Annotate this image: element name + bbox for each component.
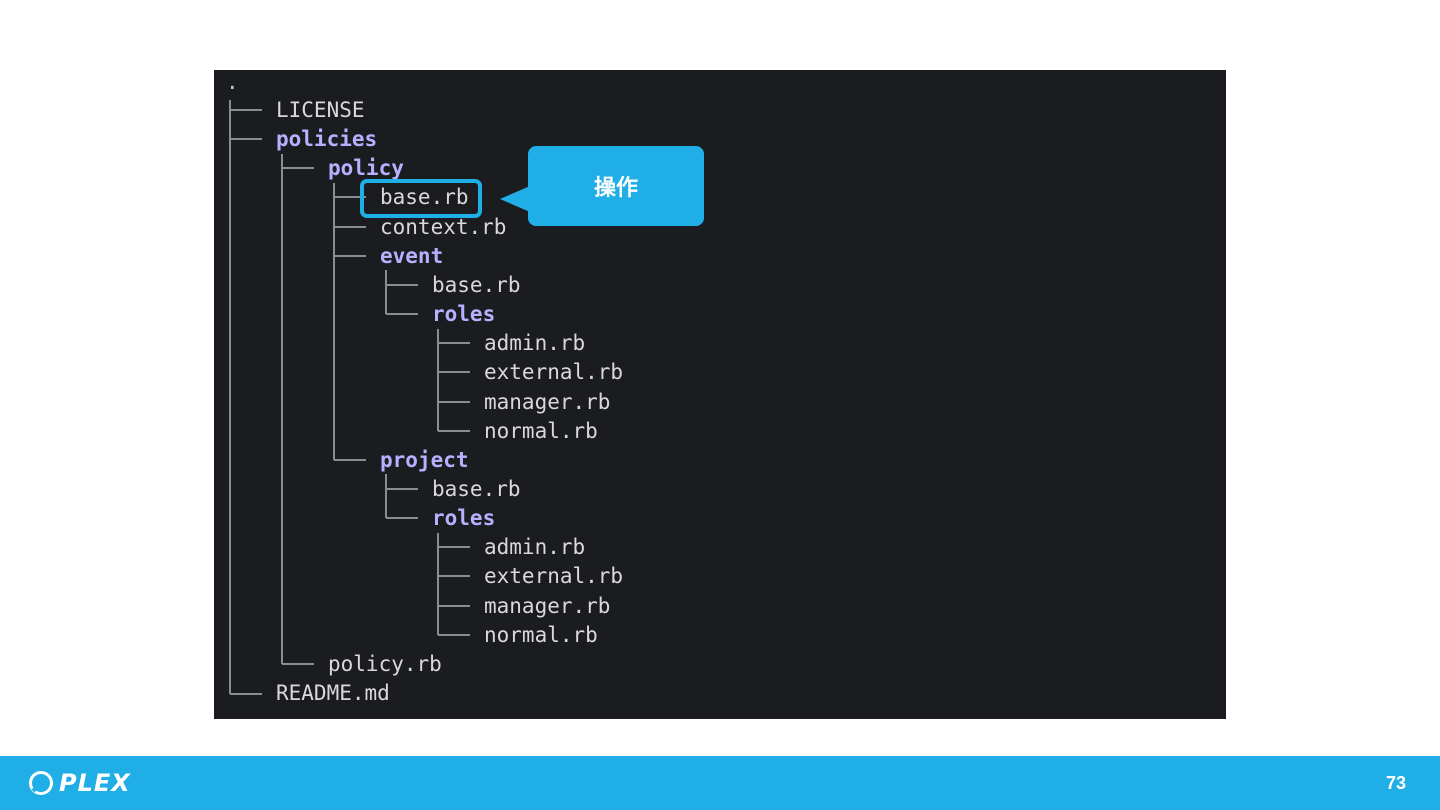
footer-bar: PLEX 73 xyxy=(0,756,1440,810)
tree-item-event-admin-rb[interactable]: admin.rb xyxy=(484,331,586,355)
file-tree-terminal: . LICENSE policies policy base.rb contex… xyxy=(214,70,1226,719)
tree-item-license[interactable]: LICENSE xyxy=(276,98,365,122)
tree-item-policy-rb[interactable]: policy.rb xyxy=(328,652,442,676)
plex-logo: PLEX xyxy=(27,769,131,797)
page-number: 73 xyxy=(1385,773,1406,793)
logo-text: PLEX xyxy=(59,769,131,797)
tree-connector-lines xyxy=(229,100,470,695)
tree-folder-policies[interactable]: policies xyxy=(276,127,378,151)
tree-item-project-manager-rb[interactable]: manager.rb xyxy=(484,594,611,618)
tree-folder-event[interactable]: event xyxy=(380,244,444,268)
callout-label: 操作 xyxy=(528,146,704,226)
tree-item-project-base-rb[interactable]: base.rb xyxy=(432,477,521,501)
tree-item-project-external-rb[interactable]: external.rb xyxy=(484,564,624,588)
tree-item-event-normal-rb[interactable]: normal.rb xyxy=(484,419,598,443)
callout-pointer xyxy=(500,186,530,212)
tree-item-project-admin-rb[interactable]: admin.rb xyxy=(484,535,586,559)
plex-logo-icon xyxy=(29,771,53,795)
tree-item-event-external-rb[interactable]: external.rb xyxy=(484,360,624,384)
tree-item-readme[interactable]: README.md xyxy=(276,681,390,705)
tree-item-project-normal-rb[interactable]: normal.rb xyxy=(484,623,598,647)
tree-item-event-manager-rb[interactable]: manager.rb xyxy=(484,390,611,414)
tree-item-policy-base-rb[interactable]: base.rb xyxy=(380,185,469,209)
tree-folder-project-roles[interactable]: roles xyxy=(432,506,496,530)
tree-root-dot: . xyxy=(226,70,239,94)
highlight-box xyxy=(360,179,482,218)
tree-folder-event-roles[interactable]: roles xyxy=(432,302,496,326)
tree-folder-policy[interactable]: policy xyxy=(328,156,404,180)
tree-item-context-rb[interactable]: context.rb xyxy=(380,215,507,239)
tree-folder-project[interactable]: project xyxy=(380,448,469,472)
tree-item-event-base-rb[interactable]: base.rb xyxy=(432,273,521,297)
